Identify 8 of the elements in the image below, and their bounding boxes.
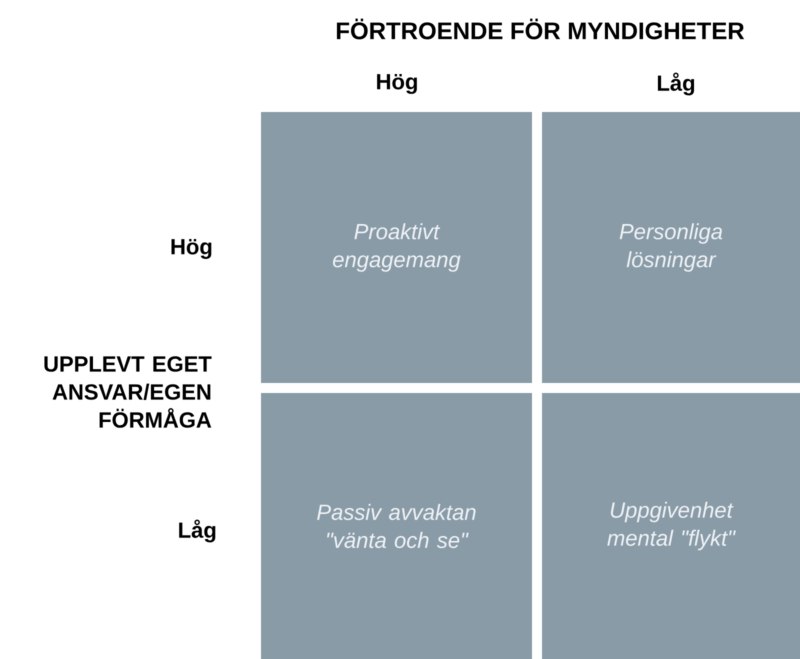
row-header: Låg — [179, 520, 216, 542]
quadrant-box: Passiv avvaktan "vänta och se" — [261, 393, 532, 659]
quadrant-box: Proaktivt engagemang — [261, 112, 532, 383]
axis-title: UPPLEVT EGET ANSVAR/EGEN FÖRMÅGA — [44, 356, 212, 428]
row-header: Hög — [172, 239, 212, 259]
chart-title: FÖRTROENDE FÖR MYNDIGHETER — [336, 18, 744, 40]
quadrant-box: Uppgivenhet mental "flykt" — [542, 393, 800, 659]
quadrant-box: Personliga lösningar — [542, 112, 800, 383]
